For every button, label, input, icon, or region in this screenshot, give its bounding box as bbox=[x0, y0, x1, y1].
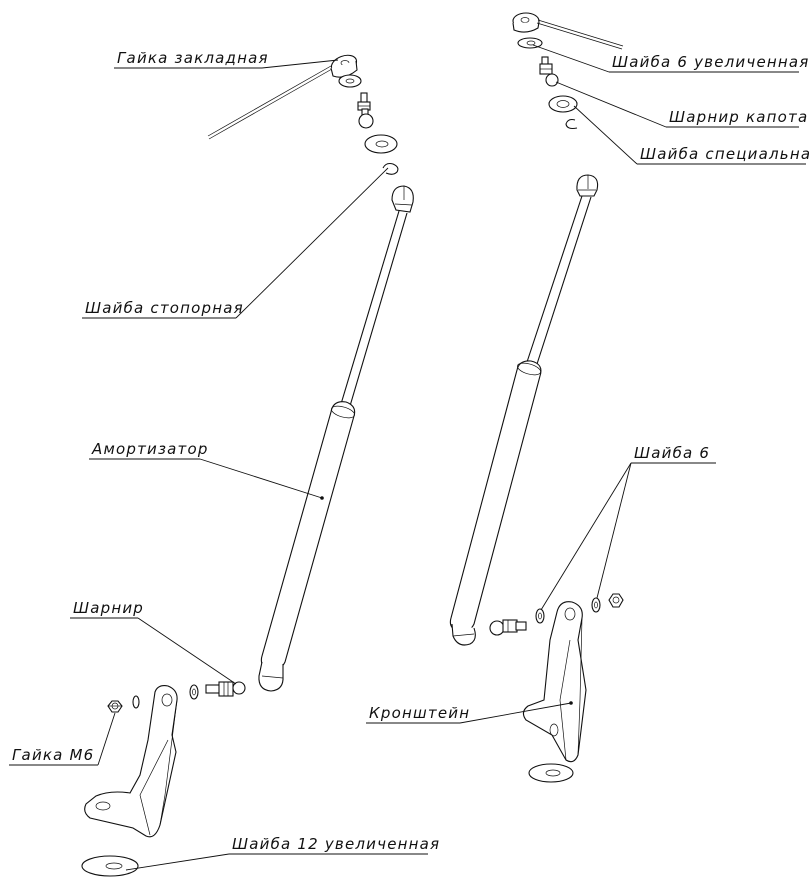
right-washer-6-b bbox=[591, 597, 601, 613]
right-lock-ring bbox=[565, 118, 578, 130]
left-washer-12 bbox=[81, 855, 139, 877]
right-embedded-nut bbox=[512, 12, 624, 50]
callout-gaika-zakladnaya: Гайка закладная bbox=[114, 49, 339, 69]
callout-shaiba-12: Шайба 12 увеличенная bbox=[125, 835, 440, 871]
label-shaiba-stopornaya: Шайба стопорная bbox=[85, 299, 244, 317]
right-hood-hinge bbox=[539, 56, 559, 87]
callout-kronshtein: Кронштейн bbox=[366, 702, 572, 724]
left-bracket bbox=[84, 685, 178, 838]
callout-shaiba-stopornaya: Шайба стопорная bbox=[82, 167, 389, 319]
label-kronshtein: Кронштейн bbox=[369, 704, 470, 722]
callout-gaika-m6: Гайка М6 bbox=[9, 712, 116, 766]
left-washer-small bbox=[338, 74, 362, 88]
right-washer-big bbox=[528, 763, 574, 783]
label-sharnir-kapota: Шарнир капота bbox=[669, 108, 808, 126]
left-nut-m6 bbox=[107, 700, 123, 713]
left-shock-absorber bbox=[258, 185, 414, 692]
left-assembly bbox=[81, 54, 414, 877]
callout-shaiba-spec: Шайба специальная bbox=[573, 105, 809, 165]
label-gaika-zakladnaya: Гайка закладная bbox=[117, 49, 269, 67]
left-upper-ball-stud bbox=[357, 92, 374, 129]
right-shock-absorber bbox=[449, 174, 599, 646]
callout-amortizator: Амортизатор bbox=[89, 440, 323, 499]
left-lower-washers bbox=[132, 684, 199, 709]
label-sharnir: Шарнир bbox=[73, 599, 144, 617]
right-bracket bbox=[522, 601, 587, 763]
label-shaiba-6: Шайба 6 bbox=[634, 444, 710, 462]
label-shaiba-spec: Шайба специальная bbox=[640, 145, 809, 163]
label-gaika-m6: Гайка М6 bbox=[12, 746, 94, 764]
label-amortizator: Амортизатор bbox=[91, 440, 209, 458]
right-lower-ball-stud bbox=[489, 619, 527, 636]
right-special-washer bbox=[548, 95, 578, 113]
callout-sharnir: Шарнир bbox=[70, 599, 237, 685]
callout-sharnir-kapota: Шарнир капота bbox=[555, 81, 808, 128]
right-assembly bbox=[449, 12, 624, 783]
left-lower-ball-joint bbox=[205, 681, 246, 697]
right-washer-6-enlarged bbox=[517, 37, 543, 49]
callout-shaiba-6-uvel: Шайба 6 увеличенная bbox=[532, 44, 809, 73]
label-shaiba-12: Шайба 12 увеличенная bbox=[232, 835, 440, 853]
left-lock-washer bbox=[382, 162, 399, 175]
left-washer-big bbox=[364, 134, 398, 154]
label-shaiba-6-uvel: Шайба 6 увеличенная bbox=[612, 53, 809, 71]
callout-shaiba-6: Шайба 6 bbox=[540, 444, 716, 611]
right-washer-6-a bbox=[535, 608, 545, 624]
right-nut bbox=[608, 593, 624, 608]
